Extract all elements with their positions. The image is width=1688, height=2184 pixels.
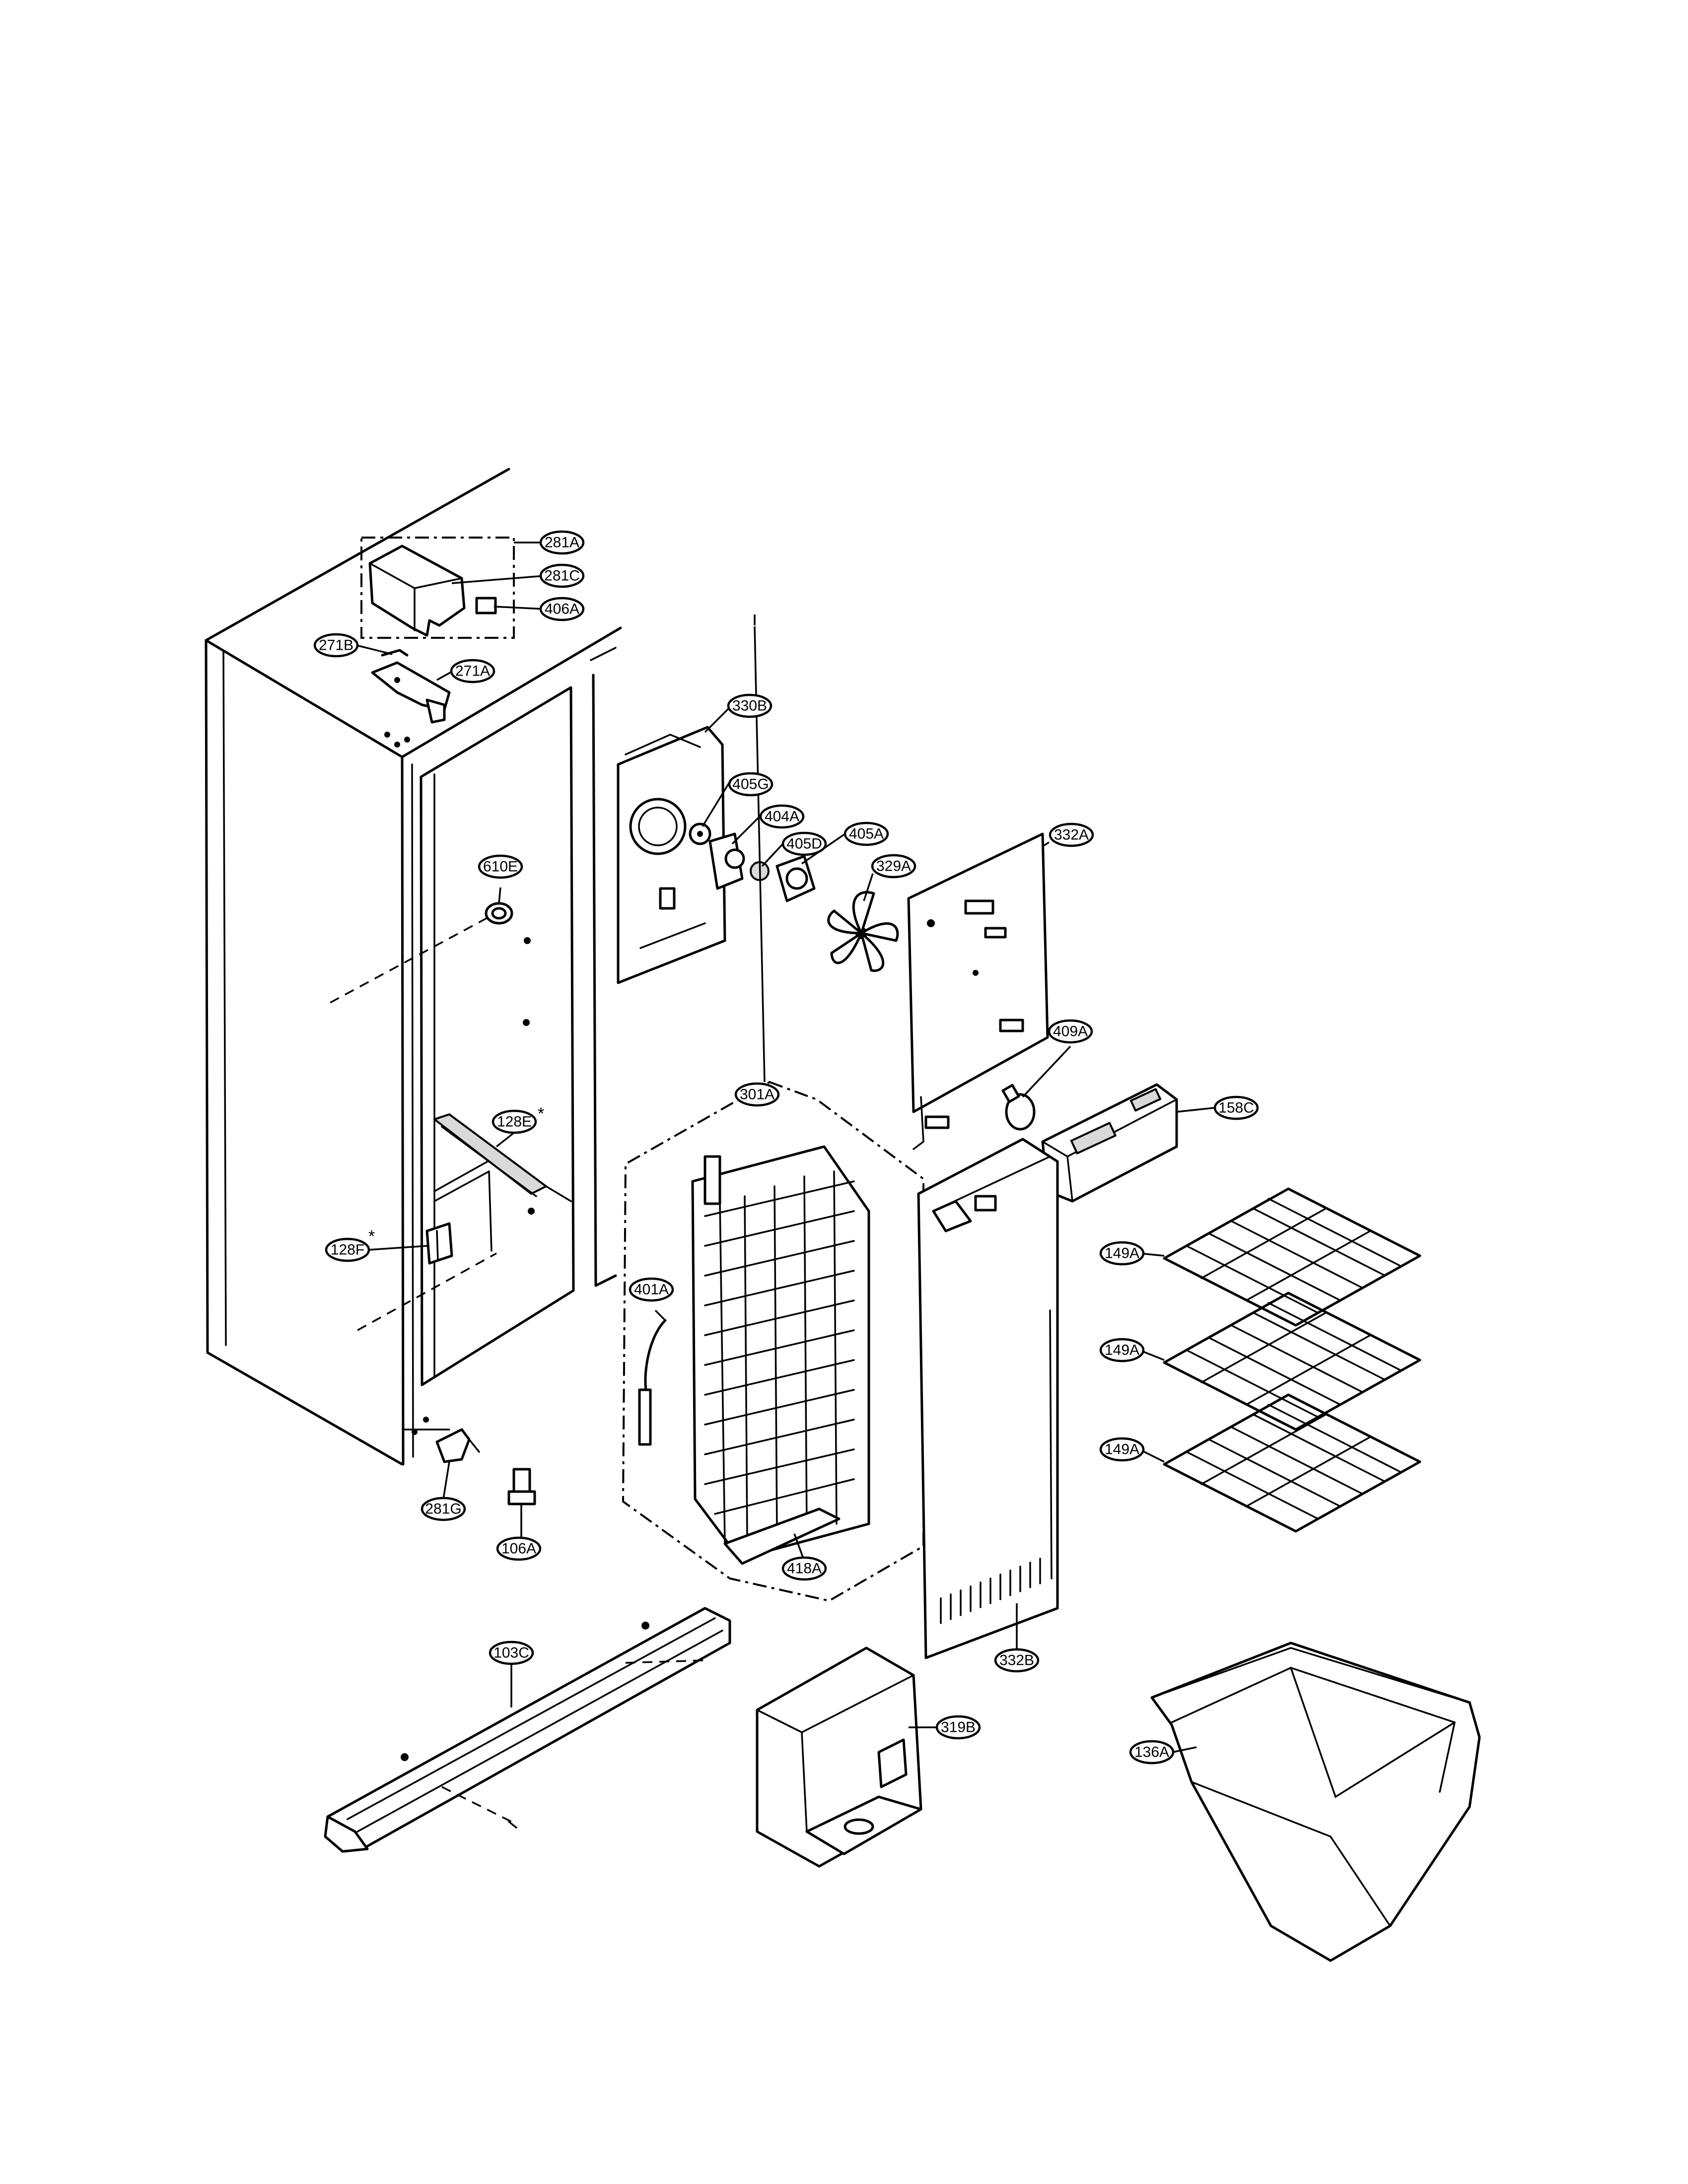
part-128F-bracket	[425, 1222, 453, 1265]
part-409A-lamp	[1001, 1084, 1036, 1131]
callout-332A: 332A	[1049, 822, 1094, 847]
callout-332B: 332B	[994, 1648, 1040, 1673]
callout-label: 149A	[1105, 1245, 1139, 1262]
callout-329A: 329A	[871, 854, 916, 879]
callout-301A: 301A	[734, 1082, 780, 1107]
part-106A-leg	[507, 1468, 536, 1505]
part-405G-grommet	[689, 822, 711, 845]
callout-label: 281A	[545, 535, 579, 551]
part-610E-grommet	[485, 902, 513, 925]
callout-label: 271A	[455, 663, 490, 680]
callout-label: 128F	[331, 1242, 364, 1258]
part-330B-fan-shroud	[617, 726, 726, 984]
part-404A-motor	[708, 832, 745, 890]
part-281G-hinge	[435, 1428, 480, 1463]
evaporator-coils	[704, 1170, 855, 1545]
part-301A-evaporator-box	[622, 1081, 924, 1602]
callout-label: 281C	[544, 568, 580, 584]
part-149A-shelf-1	[1163, 1187, 1421, 1327]
callout-128E: 128E *	[492, 1104, 544, 1134]
callout-281G: 281G	[421, 1497, 466, 1521]
part-332B-cover-panel	[917, 1138, 1059, 1659]
callout-label: 128E	[497, 1114, 532, 1130]
callout-405A: 405A	[844, 821, 889, 846]
part-329A-fan-blade	[827, 891, 899, 972]
part-332A-cover	[907, 832, 1049, 1150]
callout-418A: 418A	[781, 1556, 827, 1581]
callout-271A: 271A	[450, 659, 495, 683]
part-149A-shelf-3	[1163, 1393, 1421, 1533]
callout-405G: 405G	[728, 772, 774, 797]
callout-149A-1: 149A	[1099, 1241, 1145, 1266]
star-mark-128E: *	[538, 1104, 544, 1123]
callout-label: 332A	[1054, 827, 1089, 843]
part-103C-base-rail	[324, 1607, 731, 1853]
callout-409A: 409A	[1048, 1019, 1093, 1044]
callout-330B: 330B	[727, 693, 773, 718]
callout-149A-3: 149A	[1099, 1437, 1145, 1462]
callout-label: 271B	[319, 637, 353, 654]
callout-label: 405A	[849, 826, 884, 842]
callout-271B: 271B	[313, 633, 359, 658]
callout-106A: 106A	[496, 1536, 542, 1561]
callout-319B: 319B	[935, 1715, 981, 1740]
callout-label: 329A	[876, 858, 911, 875]
callout-136A: 136A	[1129, 1740, 1175, 1765]
callout-label: 106A	[501, 1541, 536, 1557]
callout-label: 409A	[1053, 1024, 1088, 1040]
callout-281C: 281C	[539, 563, 585, 588]
callout-label: 136A	[1134, 1744, 1169, 1761]
callout-406A: 406A	[539, 597, 585, 621]
callout-103C: 103C	[489, 1640, 534, 1665]
callout-404A: 404A	[759, 804, 805, 829]
refrigerator-cabinet	[205, 468, 622, 1466]
part-405A-bracket	[775, 855, 816, 902]
callout-281A: 281A	[539, 530, 585, 555]
callout-label: 330B	[732, 698, 767, 714]
callout-label: 405G	[732, 776, 769, 793]
callout-label: 301A	[740, 1087, 774, 1103]
part-319B-duct	[756, 1646, 922, 1868]
callout-label: 319B	[941, 1719, 976, 1736]
callout-label: 281G	[425, 1501, 461, 1517]
callout-label: 149A	[1105, 1441, 1139, 1458]
callout-149A-2: 149A	[1099, 1338, 1145, 1363]
part-136A-bin	[1150, 1641, 1481, 1962]
star-mark-128F: *	[368, 1227, 375, 1246]
callout-610E: 610E	[478, 854, 523, 879]
callout-405D: 405D	[781, 831, 827, 856]
callout-label: 418A	[787, 1561, 822, 1577]
callout-label: 406A	[545, 601, 579, 617]
callout-label: 610E	[483, 859, 518, 875]
callout-label: 405D	[786, 836, 822, 852]
part-128E-rail	[433, 1113, 547, 1197]
callout-label: 401A	[634, 1282, 669, 1298]
callout-128F: 128F *	[325, 1227, 375, 1262]
callout-label: 149A	[1105, 1342, 1139, 1359]
callout-158C: 158C	[1213, 1095, 1259, 1120]
callout-label: 332B	[999, 1652, 1034, 1669]
part-271A-bracket	[371, 661, 451, 724]
callout-label: 158C	[1218, 1100, 1254, 1116]
callout-label: 103C	[493, 1645, 529, 1661]
vent-slots	[940, 1558, 1041, 1624]
callout-label: 404A	[765, 809, 799, 825]
part-281A-assembly-box	[360, 537, 515, 639]
callout-401A: 401A	[629, 1277, 674, 1302]
part-149A-shelf-2	[1163, 1292, 1421, 1431]
